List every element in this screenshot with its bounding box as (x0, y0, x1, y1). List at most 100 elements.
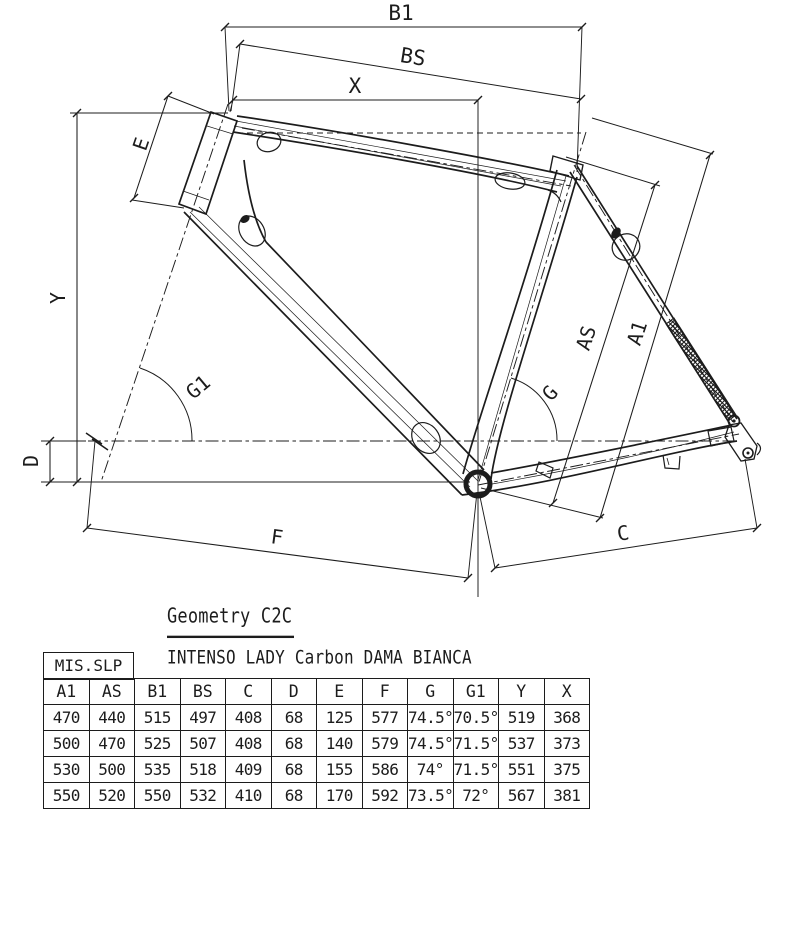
derailleur-tab (535, 461, 554, 479)
dim-label-g1: G1 (181, 370, 215, 404)
angle-arcs (139, 367, 558, 442)
column-header: Y (498, 678, 545, 705)
value-cell: 567 (498, 782, 545, 809)
tube-inner-lines (182, 120, 735, 488)
column-header: F (361, 678, 408, 705)
column-header: AS (88, 678, 135, 705)
value-cell: 500 (43, 730, 90, 757)
column-header: C (225, 678, 272, 705)
column-header: G (407, 678, 454, 705)
value-cell: 525 (134, 730, 181, 757)
value-cell: 515 (134, 704, 181, 731)
dimension-ticks (45, 22, 762, 583)
dim-label-f: F (269, 524, 284, 549)
column-header: G1 (452, 678, 499, 705)
value-cell: 500 (88, 756, 135, 783)
value-cell: 125 (316, 704, 363, 731)
column-header: X (543, 678, 590, 705)
table-row: 470 440 515 497 408 68 125 577 74.5° 70.… (43, 704, 590, 731)
geometry-diagram: B1 BS X E Y G1 D F C G AS A1 (19, 1, 762, 597)
value-cell: 532 (179, 782, 226, 809)
table-title: Geometry C2C (167, 605, 295, 639)
value-cell: 520 (88, 782, 135, 809)
value-cell: 530 (43, 756, 90, 783)
geometry-table: A1 AS B1 BS C D E F G G1 Y X 470 440 515… (43, 678, 590, 809)
value-cell: 170 (316, 782, 363, 809)
column-header: A1 (43, 678, 90, 705)
size-column-label: MIS.SLP (43, 652, 134, 680)
value-cell: 535 (134, 756, 181, 783)
dim-label-c: C (615, 520, 630, 546)
value-cell: 74.5° (407, 730, 454, 757)
dim-label-a1: A1 (622, 318, 652, 348)
column-header: E (316, 678, 363, 705)
bottom-bracket (463, 469, 493, 499)
value-cell: 537 (498, 730, 545, 757)
column-header: BS (179, 678, 226, 705)
dimension-lines (49, 26, 758, 579)
value-cell: 579 (361, 730, 408, 757)
table-row: 530 500 535 518 409 68 155 586 74° 71.5°… (43, 756, 590, 783)
head-tube (177, 110, 239, 216)
value-cell: 497 (179, 704, 226, 731)
value-cell: 550 (134, 782, 181, 809)
value-cell: 68 (270, 730, 317, 757)
value-cell: 73.5° (407, 782, 454, 809)
header-row: A1 AS B1 BS C D E F G G1 Y X (43, 678, 590, 705)
value-cell: 592 (361, 782, 408, 809)
value-cell: 408 (225, 704, 272, 731)
seat-tube (462, 169, 578, 480)
value-cell: 68 (270, 704, 317, 731)
value-cell: 74° (407, 756, 454, 783)
cluster-fillet (547, 189, 562, 203)
value-cell: 518 (179, 756, 226, 783)
value-cell: 373 (543, 730, 590, 757)
value-cell: 440 (88, 704, 135, 731)
value-cell: 74.5° (407, 704, 454, 731)
value-cell: 140 (316, 730, 363, 757)
value-cell: 72° (452, 782, 499, 809)
value-cell: 408 (225, 730, 272, 757)
dim-label-y: Y (46, 292, 70, 304)
table-row: 550 520 550 532 410 68 170 592 73.5° 72°… (43, 782, 590, 809)
frame-drawing (177, 110, 738, 496)
value-cell: 507 (179, 730, 226, 757)
chain-stay (461, 424, 738, 496)
dim-label-e: E (128, 134, 155, 153)
value-cell: 68 (270, 782, 317, 809)
value-cell: 381 (543, 782, 590, 809)
value-cell: 409 (225, 756, 272, 783)
column-header: B1 (134, 678, 181, 705)
dim-label-b1: B1 (388, 1, 413, 25)
dim-label-g: G (537, 380, 563, 405)
cable-stop (662, 454, 681, 470)
dim-label-bs: BS (399, 43, 428, 71)
down-tube (183, 159, 485, 496)
value-cell: 551 (498, 756, 545, 783)
dim-label-d: D (19, 455, 43, 467)
dim-label-as: AS (571, 323, 601, 353)
center-axes (41, 103, 740, 486)
rear-dropout (707, 414, 762, 462)
extension-lines (41, 26, 758, 597)
top-tube (232, 115, 570, 193)
value-cell: 470 (88, 730, 135, 757)
table-subtitle: INTENSO LADY Carbon DAMA BIANCA (167, 646, 472, 668)
value-cell: 368 (543, 704, 590, 731)
seat-stay-hatch (665, 317, 737, 422)
column-header: D (270, 678, 317, 705)
value-cell: 375 (543, 756, 590, 783)
value-cell: 470 (43, 704, 90, 731)
value-cell: 586 (361, 756, 408, 783)
value-cell: 577 (361, 704, 408, 731)
seat-cluster (549, 155, 584, 181)
value-cell: 68 (270, 756, 317, 783)
table-row: 500 470 525 507 408 68 140 579 74.5° 71.… (43, 730, 590, 757)
value-cell: 71.5° (452, 756, 499, 783)
value-cell: 155 (316, 756, 363, 783)
value-cell: 70.5° (452, 704, 499, 731)
frame-details (85, 131, 681, 479)
value-cell: 550 (43, 782, 90, 809)
dim-label-x: X (349, 74, 362, 98)
